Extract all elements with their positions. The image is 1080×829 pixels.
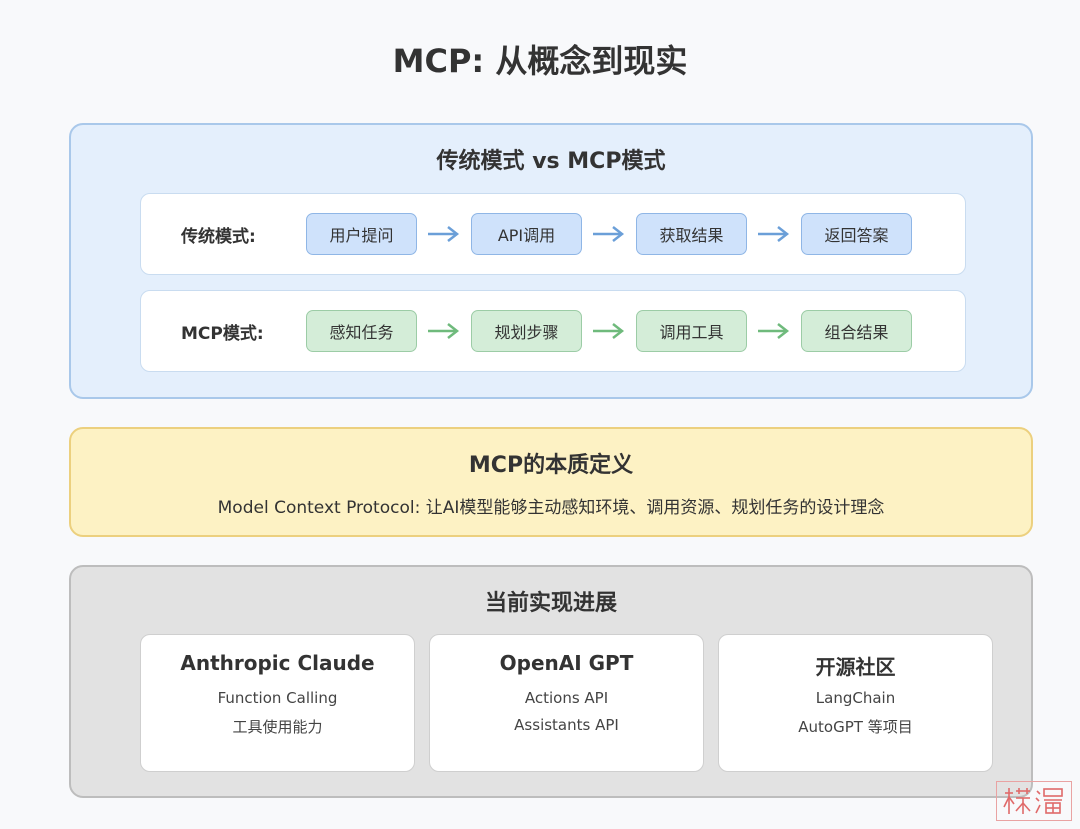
step-perceive-task: 感知任务: [306, 310, 417, 352]
arrow-right-icon: [593, 226, 625, 242]
arrow-right-icon: [428, 323, 460, 339]
step-call-tools: 调用工具: [636, 310, 747, 352]
arrow-right-icon: [758, 323, 790, 339]
card-open-source-community: 开源社区 LangChain AutoGPT 等项目: [718, 634, 993, 772]
step-plan-steps: 规划步骤: [471, 310, 582, 352]
definition-title: MCP的本质定义: [468, 453, 634, 478]
card-line: Assistants API: [514, 716, 619, 734]
card-line: AutoGPT 等项目: [798, 718, 913, 736]
card-title: OpenAI GPT: [499, 651, 634, 675]
stamp-logo-icon: [1003, 788, 1063, 814]
card-title: Anthropic Claude: [180, 651, 375, 675]
card-anthropic-claude: Anthropic Claude Function Calling 工具使用能力: [140, 634, 415, 772]
card-line: Function Calling: [217, 689, 338, 707]
progress-panel: 当前实现进展 Anthropic Claude Function Calling…: [69, 565, 1033, 798]
watermark-stamp: [996, 781, 1072, 821]
traditional-mode-label: 传统模式:: [181, 226, 256, 247]
comparison-panel: 传统模式 vs MCP模式 传统模式: 用户提问 API调用 获取结果 返回答案…: [69, 123, 1033, 399]
arrow-right-icon: [758, 226, 790, 242]
page-title: MCP: 从概念到现实: [392, 42, 688, 80]
comparison-title: 传统模式 vs MCP模式: [436, 149, 666, 174]
arrow-right-icon: [428, 226, 460, 242]
step-get-result: 获取结果: [636, 213, 747, 255]
card-line: 工具使用能力: [232, 718, 323, 736]
definition-panel: MCP的本质定义 Model Context Protocol: 让AI模型能够…: [69, 427, 1033, 537]
arrow-right-icon: [593, 323, 625, 339]
traditional-mode-row: 传统模式: 用户提问 API调用 获取结果 返回答案: [140, 193, 966, 275]
mcp-mode-row: MCP模式: 感知任务 规划步骤 调用工具 组合结果: [140, 290, 966, 372]
card-title: 开源社区: [815, 655, 896, 679]
progress-title: 当前实现进展: [484, 591, 617, 616]
step-api-call: API调用: [471, 213, 582, 255]
definition-text: Model Context Protocol: 让AI模型能够主动感知环境、调用…: [217, 498, 885, 518]
card-line: LangChain: [815, 689, 896, 707]
step-combine-results: 组合结果: [801, 310, 912, 352]
card-line: Actions API: [524, 689, 609, 707]
step-return-answer: 返回答案: [801, 213, 912, 255]
step-user-question: 用户提问: [306, 213, 417, 255]
mcp-mode-label: MCP模式:: [181, 323, 264, 344]
card-openai-gpt: OpenAI GPT Actions API Assistants API: [429, 634, 704, 772]
